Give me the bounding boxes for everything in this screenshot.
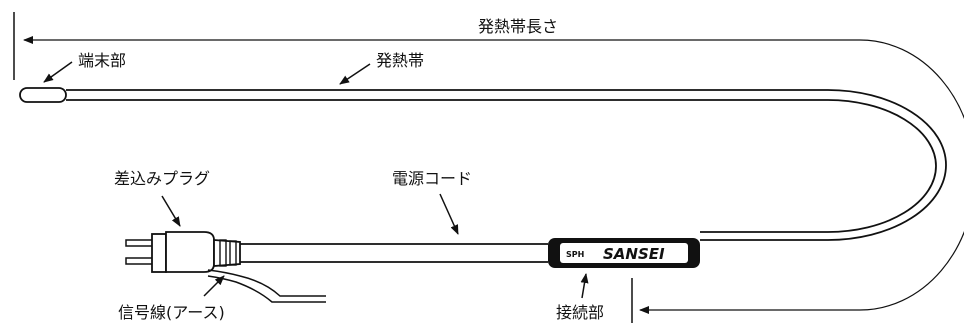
label-power-cord: 電源コード [392, 169, 472, 188]
label-ground-wire: 信号線(アース) [118, 303, 225, 322]
connection-brand: SANSEI [603, 245, 665, 263]
label-plug: 差込みプラグ [114, 169, 210, 188]
label-heating-band-length: 発熱帯長さ [478, 17, 558, 36]
label-heating-band: 発熱帯 [376, 51, 424, 70]
plug [125, 231, 241, 273]
plug-grip-1 [219, 239, 227, 267]
plug-prong-bottom [125, 257, 155, 265]
connection-arrow [580, 273, 589, 299]
connection-model: SPH [566, 250, 584, 259]
ground-wire-arrow [203, 275, 225, 297]
label-terminal-end: 端末部 [78, 51, 126, 70]
plug-arrow [161, 195, 181, 227]
heating-band-inner [66, 99, 937, 233]
plug-body [165, 231, 215, 273]
heating-band-outer [66, 89, 947, 241]
length-dimension-curve [639, 39, 964, 314]
power-cord-arrow [439, 193, 459, 235]
terminal-arrow [43, 61, 73, 83]
ground-wire-top [207, 269, 326, 297]
plug-face [151, 233, 167, 273]
label-connection: 接続部 [556, 303, 604, 322]
heating-band-arrow [339, 63, 371, 85]
ground-wire-bottom [207, 275, 326, 303]
plug-prong-top [125, 239, 155, 247]
connection-label-panel [560, 243, 688, 263]
plug-grip-2 [229, 240, 237, 266]
terminal-end [19, 87, 67, 103]
